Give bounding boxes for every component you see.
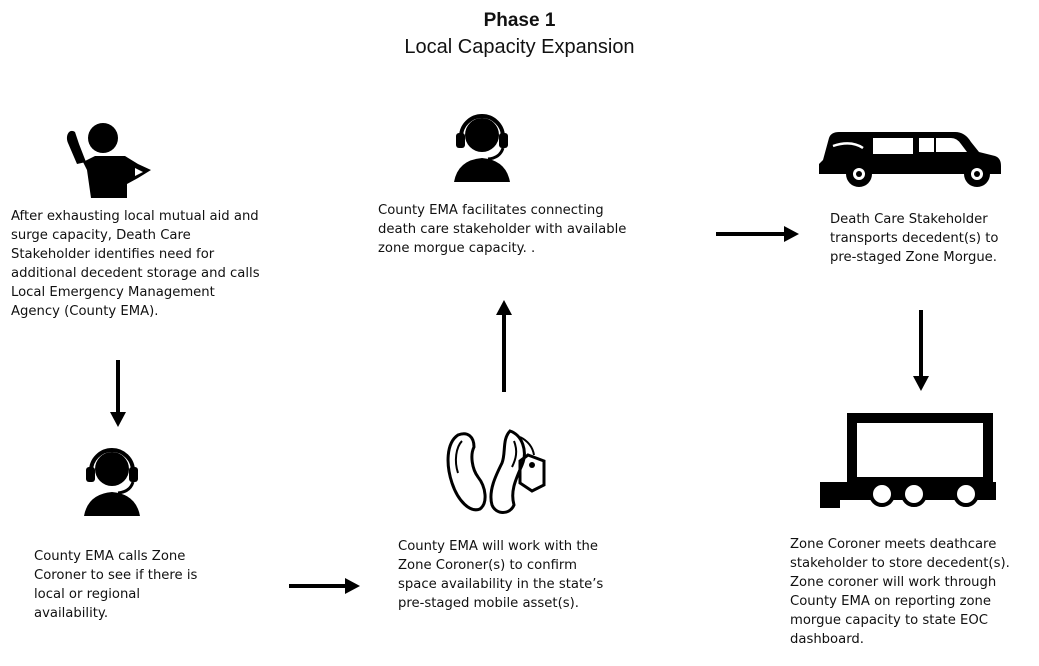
step-2-text: County EMA calls Zone Coroner to see if … [34, 549, 198, 621]
step-4-text: County EMA facilitates connecting death … [378, 203, 627, 256]
arrow-up [494, 300, 514, 392]
step-3-text: County EMA will work with the Zone Coron… [398, 539, 604, 611]
headset-operator-icon [72, 444, 152, 516]
step-6-text: Zone Coroner meets deathcare stakeholder… [790, 537, 1010, 647]
arrow-down [108, 360, 128, 428]
person-on-phone-icon [55, 118, 165, 198]
arrow-down [911, 310, 931, 392]
mobile-trailer-icon [818, 412, 998, 512]
feet-with-toe-tag-icon [440, 425, 555, 520]
step-1-text: After exhausting local mutual aid and su… [11, 209, 260, 319]
headset-operator-icon [442, 110, 522, 182]
diagram-subtitle: Local Capacity Expansion [404, 36, 635, 58]
arrow-right [289, 576, 361, 596]
arrow-right [716, 224, 800, 244]
step-5-text: Death Care Stakeholder transports decede… [830, 212, 999, 265]
hearse-icon [815, 124, 1005, 190]
diagram-title: Phase 1 [483, 10, 556, 31]
